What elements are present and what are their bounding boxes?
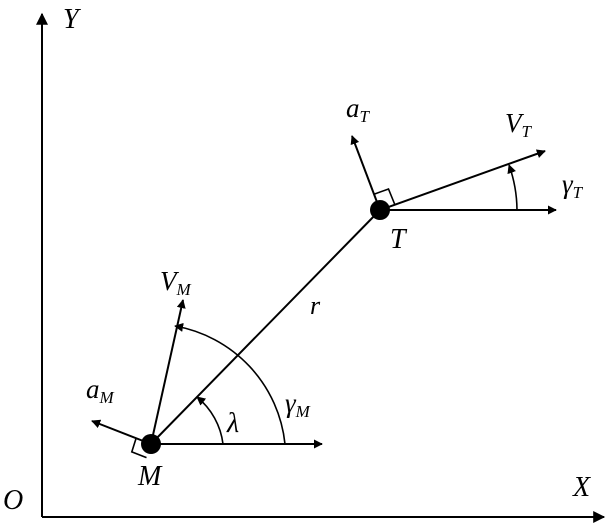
x-axis-label: X	[572, 472, 591, 503]
target-path-angle-label: γT	[562, 169, 584, 202]
los-angle-label: λ	[226, 408, 239, 439]
target-path-angle-arc	[507, 164, 518, 211]
target-acceleration-label: aT	[346, 93, 371, 126]
target-point	[370, 200, 390, 220]
target-right-angle-mark	[373, 187, 396, 205]
missile-acceleration-vector	[91, 419, 152, 445]
missile-velocity-label: VM	[160, 266, 192, 299]
target-velocity-vector	[379, 149, 546, 211]
target-velocity-label: VT	[505, 108, 533, 141]
missile-point	[141, 434, 161, 454]
origin-label: O	[3, 485, 23, 516]
target-label: T	[390, 224, 408, 255]
missile-path-angle-arc	[174, 322, 286, 445]
target-acceleration-vector	[350, 135, 381, 211]
range-label: r	[310, 291, 321, 320]
missile-right-angle-mark	[130, 437, 147, 459]
missile-label: M	[137, 461, 163, 492]
missile-acceleration-label: aM	[86, 374, 115, 407]
line-of-sight	[150, 209, 381, 445]
missile-path-angle-label: γM	[285, 388, 311, 421]
y-axis-label: Y	[63, 4, 82, 35]
missile-velocity-vector	[150, 299, 186, 445]
los-angle-arc	[196, 396, 224, 445]
